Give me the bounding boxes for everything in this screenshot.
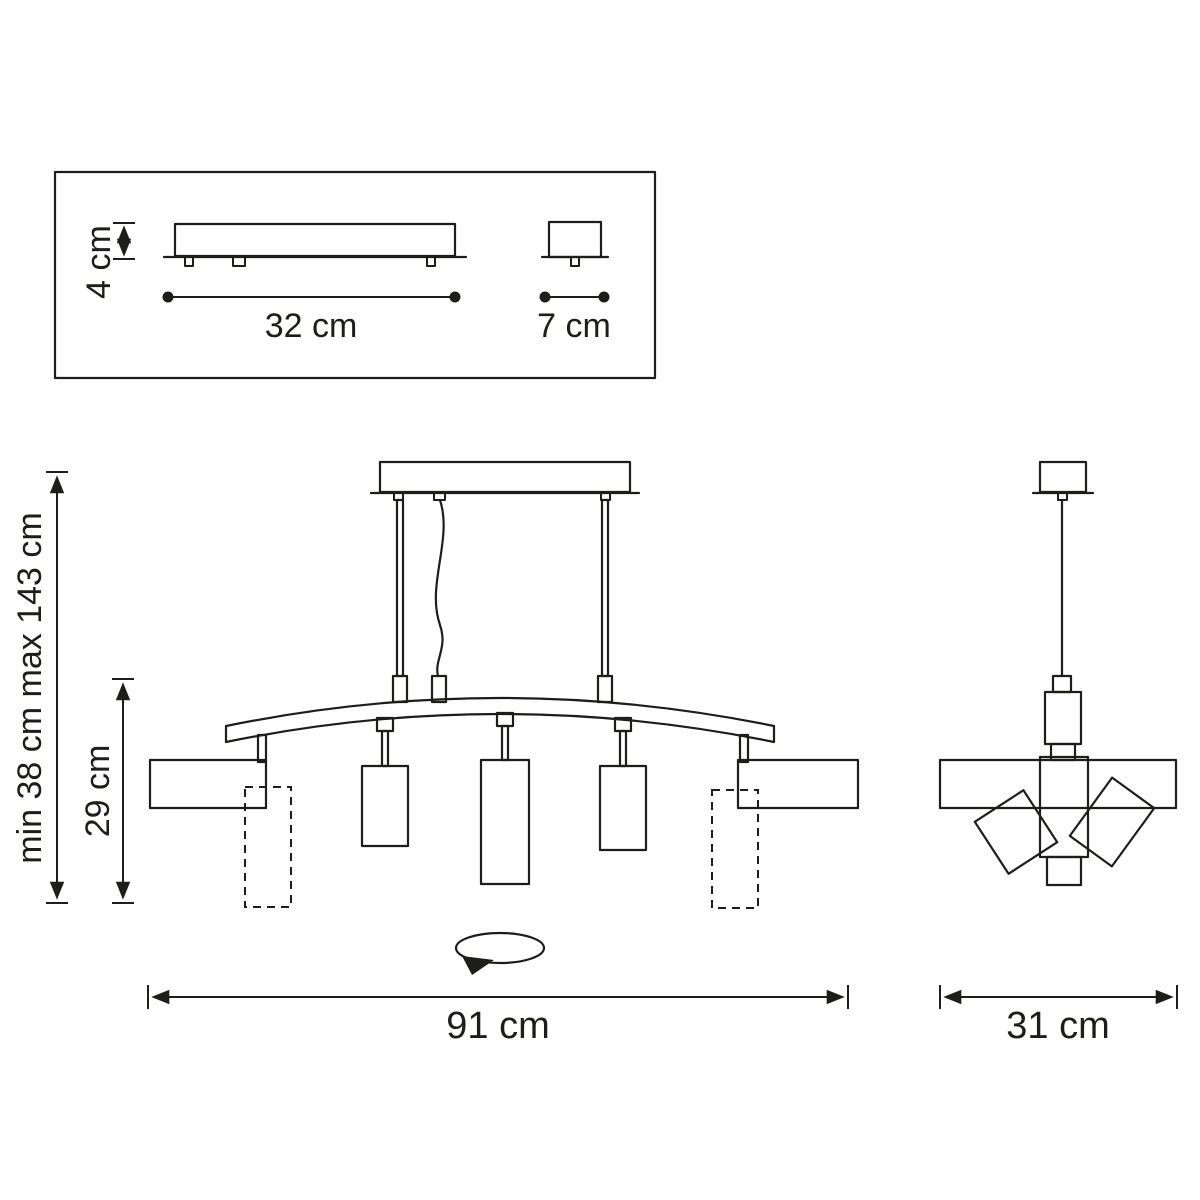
inset-border: [53, 170, 657, 380]
hub-side: [1043, 674, 1083, 762]
inset-panel: 4 cm 32 cm 7 cm: [53, 170, 657, 380]
canopy-height-dimension: 4 cm: [80, 222, 135, 299]
curved-arm-bar: [224, 696, 776, 744]
canopy-height-label: 4 cm: [80, 225, 118, 299]
side-width-dimension: 31 cm: [939, 985, 1178, 1047]
ceiling-canopy-side: [1031, 460, 1095, 501]
spotlight-right-alt-position: [711, 789, 759, 909]
canopy-front-detail: [162, 222, 468, 267]
spotlight-tilted-right: [1068, 776, 1156, 868]
side-width-label: 31 cm: [1006, 1005, 1109, 1047]
canopy-length-dimension: 32 cm: [162, 291, 461, 345]
canopy-side-detail: [540, 220, 610, 267]
suspension-cable: [430, 498, 448, 704]
fixture-side-view: [938, 460, 1178, 887]
spotlight-4: [598, 716, 648, 852]
overall-height-label: min 38 cm max 143 cm: [11, 512, 49, 863]
spotlight-center: [479, 711, 531, 886]
body-height-dimension: 29 cm: [79, 678, 134, 904]
fixture-front-view: [148, 460, 860, 975]
suspension-rod-right: [596, 498, 614, 704]
body-height-label: 29 cm: [79, 745, 117, 838]
spotlight-right: [736, 733, 860, 810]
spotlight-center-side: [1038, 755, 1090, 887]
canopy-depth-dimension: 7 cm: [537, 291, 611, 345]
front-width-label: 91 cm: [446, 1005, 549, 1047]
overall-height-dimension: min 38 cm max 143 cm: [11, 471, 68, 904]
front-width-dimension: 91 cm: [147, 985, 849, 1047]
suspension-rod-left: [391, 498, 409, 704]
spotlight-2: [360, 716, 410, 848]
spotlight-left: [148, 733, 268, 810]
arm-bar-side: [938, 758, 1178, 810]
spotlight-left-alt-position: [244, 786, 292, 908]
canopy-depth-label: 7 cm: [537, 307, 611, 345]
canopy-length-label: 32 cm: [265, 307, 358, 345]
spotlight-tilted-left: [973, 789, 1059, 875]
rotation-arrow-icon: [454, 931, 546, 975]
ceiling-canopy-front: [369, 460, 641, 501]
